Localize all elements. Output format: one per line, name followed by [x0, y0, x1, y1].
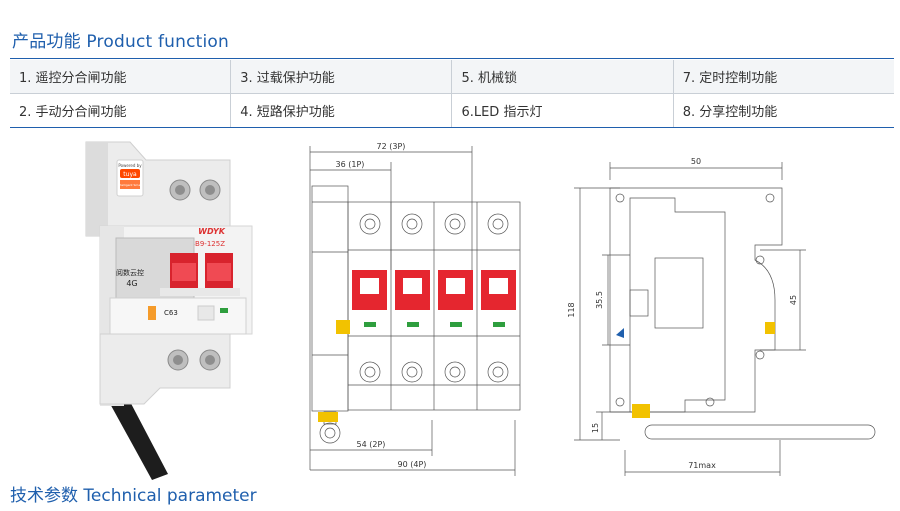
function-cell: 5. 机械锁 [451, 60, 674, 94]
brand-logo: WDYK [198, 227, 226, 236]
function-table: 1. 遥控分合闸功能 3. 过载保护功能 5. 机械锁 7. 定时控制功能 2.… [10, 60, 894, 128]
badge-brand-text: tuya [123, 171, 137, 178]
dim-2p-label: 54 (2P) [357, 440, 386, 449]
width-dim-label: 50 [691, 157, 701, 166]
front-view-drawing: 72 (3P) 36 (1P) 54 (2P) 90 (4P) [309, 142, 521, 476]
antenna-dim-label: 71max [688, 461, 716, 470]
function-cell: 3. 过载保护功能 [230, 60, 453, 94]
bottom-dim-label: 15 [591, 423, 600, 433]
function-cell: 8. 分享控制功能 [673, 93, 894, 128]
function-cell: 7. 定时控制功能 [673, 60, 894, 94]
height-dim-label: 118 [567, 302, 576, 317]
dim-1p-label: 36 (1P) [336, 160, 365, 169]
right-dim-label: 45 [789, 295, 798, 305]
section-title-product-function: 产品功能 Product function [12, 32, 229, 52]
tuya-logo [120, 169, 140, 178]
badge-top-text: Powered by [118, 163, 142, 168]
function-row: 1. 遥控分合闸功能 3. 过载保护功能 5. 机械锁 7. 定时控制功能 [10, 60, 894, 94]
product-image: Powered by tuya Intelligent Smart WDYK Z… [85, 141, 253, 480]
function-cell: 4. 短路保护功能 [230, 93, 453, 128]
badge-sub-text: Intelligent Smart [117, 183, 143, 187]
inner-dim-label: 35.5 [595, 291, 604, 309]
dim-3p-label: 72 (3P) [377, 142, 406, 151]
function-cell: 6.LED 指示灯 [451, 93, 674, 128]
rating-label: C63 [164, 309, 178, 317]
function-cell: 2. 手动分合闸功能 [10, 93, 232, 128]
side-view-drawing: 50 118 35.5 45 15 71max [567, 157, 876, 476]
network-label: 4G [126, 279, 137, 288]
function-row: 2. 手动分合闸功能 4. 短路保护功能 6.LED 指示灯 8. 分享控制功能 [10, 93, 894, 128]
dim-4p-label: 90 (4P) [398, 460, 427, 469]
function-cell: 1. 遥控分合闸功能 [10, 60, 232, 94]
title-divider [10, 58, 894, 59]
section-title-technical-parameter: 技术参数 Technical parameter [10, 486, 257, 506]
module-label: 阅数云控 [116, 268, 144, 277]
model-label: ZJSB9-125Z [184, 240, 225, 248]
